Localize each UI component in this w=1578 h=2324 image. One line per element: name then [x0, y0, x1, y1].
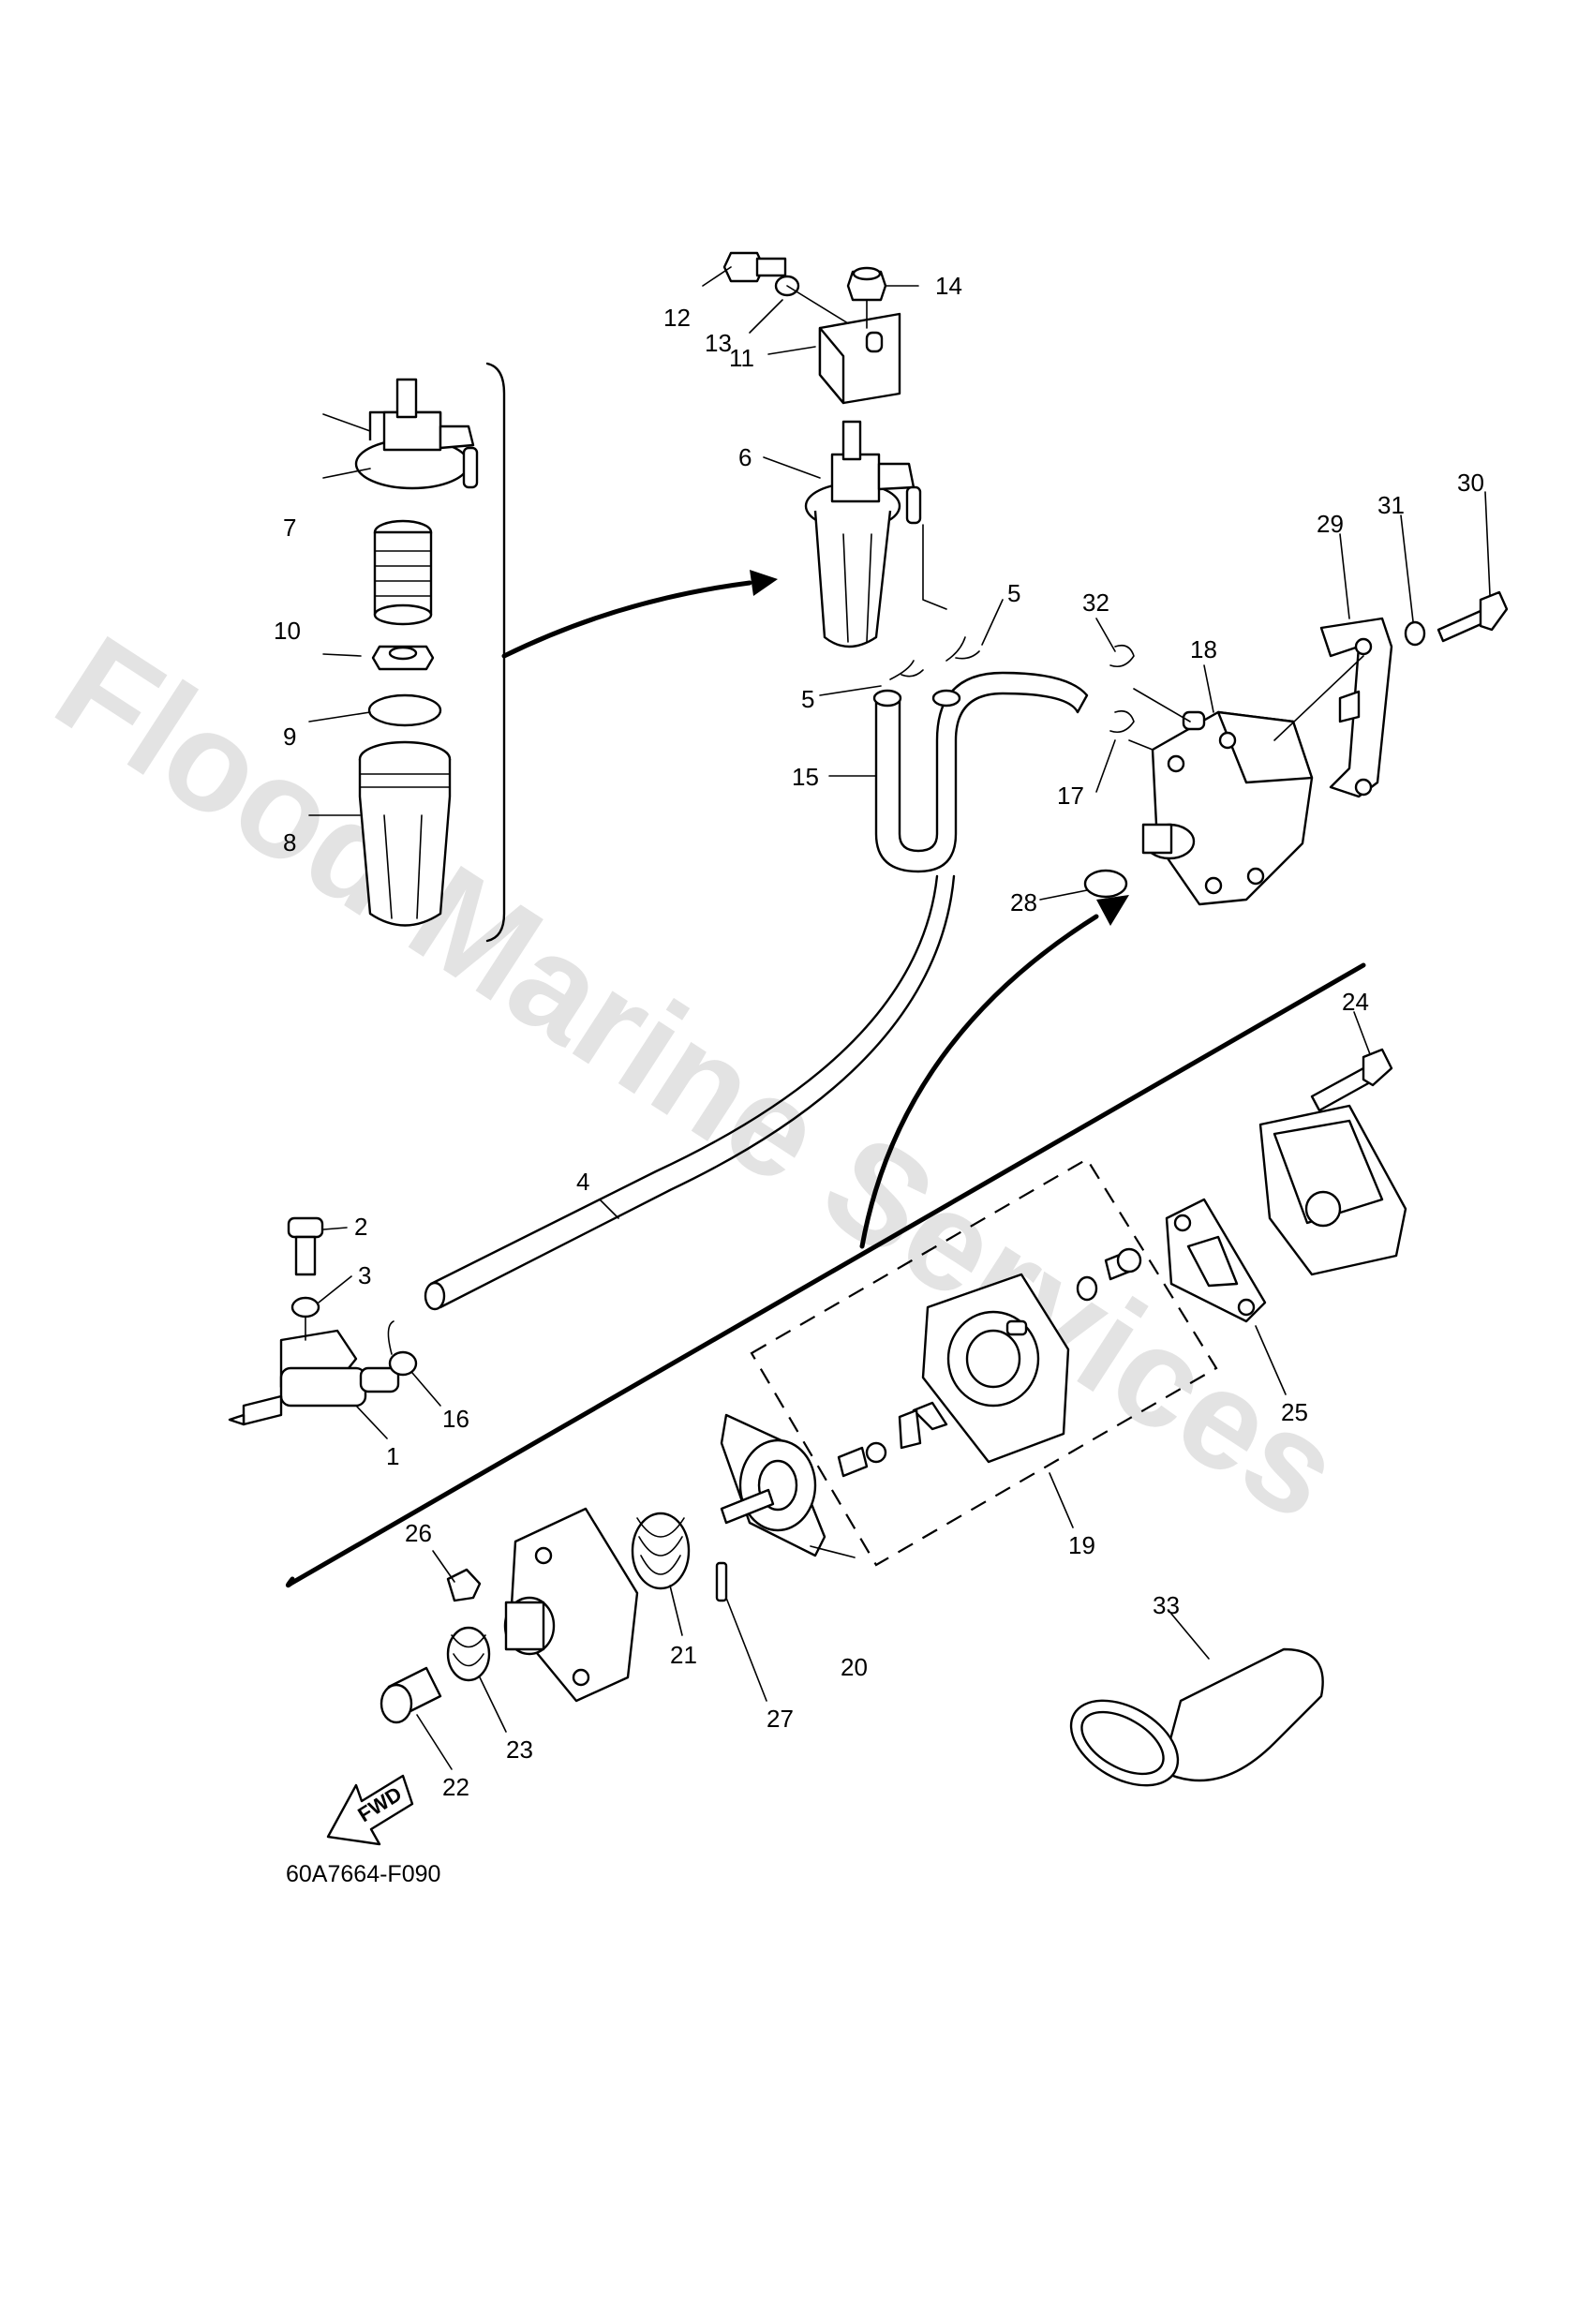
fuel-hose-icon	[874, 671, 1089, 873]
callout-32: 32	[1082, 588, 1109, 617]
callout-20: 20	[841, 1653, 868, 1681]
callout-21: 21	[670, 1641, 697, 1669]
filter-bracket-11	[818, 312, 901, 405]
nut-26	[446, 1568, 482, 1602]
callout-29: 29	[1317, 510, 1344, 538]
section-divider-line	[288, 962, 1366, 1587]
pump-reference-arrowhead	[1096, 895, 1129, 926]
cover-icon	[1258, 1104, 1407, 1276]
callout-27: 27	[767, 1705, 794, 1733]
callout-28: 28	[1010, 888, 1037, 916]
callout-31: 31	[1377, 491, 1405, 519]
callout-8: 8	[283, 828, 296, 857]
diagram-code: 60A7664-F090	[286, 1861, 440, 1887]
plunger-22	[380, 1666, 442, 1724]
bolt-2	[287, 1216, 324, 1276]
pump-reference-arrow	[859, 914, 1099, 1249]
fuel-joint-icon	[228, 1329, 400, 1426]
callout-26: 26	[405, 1519, 432, 1547]
pump-kit-group-box-19	[750, 1157, 1218, 1567]
callout-33: 33	[1153, 1591, 1180, 1619]
callout-14: 14	[935, 272, 962, 300]
pump-bracket-29	[1319, 617, 1393, 798]
callout-16: 16	[442, 1405, 469, 1433]
clip-icon	[889, 660, 924, 680]
bolt-30	[1437, 590, 1509, 643]
filter-bowl-8	[358, 740, 452, 927]
pump-cover	[503, 1507, 639, 1703]
bolt-icon	[722, 251, 787, 283]
callout-30: 30	[1457, 469, 1484, 497]
washer-31	[1404, 620, 1426, 647]
callout-1: 1	[386, 1442, 399, 1470]
fuel-filter-assembled-6	[804, 420, 922, 648]
callout-7: 7	[283, 514, 296, 542]
clip-16	[388, 1350, 418, 1377]
filter-element-7	[373, 519, 433, 626]
nut-14	[846, 266, 887, 302]
small-spring-23	[446, 1626, 491, 1682]
callout-18: 18	[1190, 635, 1217, 663]
callout-10: 10	[274, 617, 301, 645]
filter-reference-arrowhead	[750, 570, 778, 596]
callout-numbers: 7 10 9 8 12 13 14 11 6 5 5 15 32 18 17 2…	[274, 272, 1484, 1801]
gasket-icon	[1165, 1198, 1267, 1323]
bolt-24	[1310, 1048, 1393, 1112]
callout-22: 22	[442, 1773, 469, 1801]
callout-24: 24	[1342, 988, 1369, 1016]
callout-23: 23	[506, 1736, 533, 1764]
pump-body-19	[898, 1273, 1070, 1464]
pump-screws	[837, 1247, 1142, 1478]
callout-3: 3	[358, 1261, 371, 1289]
callout-19: 19	[1068, 1531, 1095, 1559]
clip-32	[1109, 644, 1135, 668]
callout-15: 15	[792, 763, 819, 791]
o-ring-28	[1083, 869, 1128, 899]
callout-2: 2	[354, 1213, 367, 1241]
callout-17: 17	[1057, 782, 1084, 810]
washer-3	[290, 1296, 320, 1318]
callout-25: 25	[1281, 1398, 1308, 1426]
callout-6: 6	[738, 443, 752, 471]
long-fuel-hose-4-upper	[429, 874, 939, 1286]
callout-9: 9	[283, 723, 296, 751]
callout-13: 13	[705, 329, 732, 357]
filter-reference-arrow	[501, 580, 752, 659]
callout-5-upper: 5	[1007, 579, 1020, 607]
clip-17	[1109, 709, 1135, 734]
callout-4: 4	[576, 1168, 589, 1196]
silencer-33	[1069, 1647, 1324, 1787]
callout-leaders	[308, 266, 1491, 1770]
callout-12: 12	[663, 304, 691, 332]
diaphragm-20	[715, 1413, 826, 1602]
callout-5-lower: 5	[801, 685, 814, 713]
fuel-pump-icon	[1141, 710, 1314, 906]
spring-icon	[631, 1512, 691, 1590]
fuel-filter-icon	[354, 378, 479, 927]
fwd-arrow-icon: FWD	[326, 1774, 414, 1846]
callout-11: 11	[729, 344, 754, 372]
